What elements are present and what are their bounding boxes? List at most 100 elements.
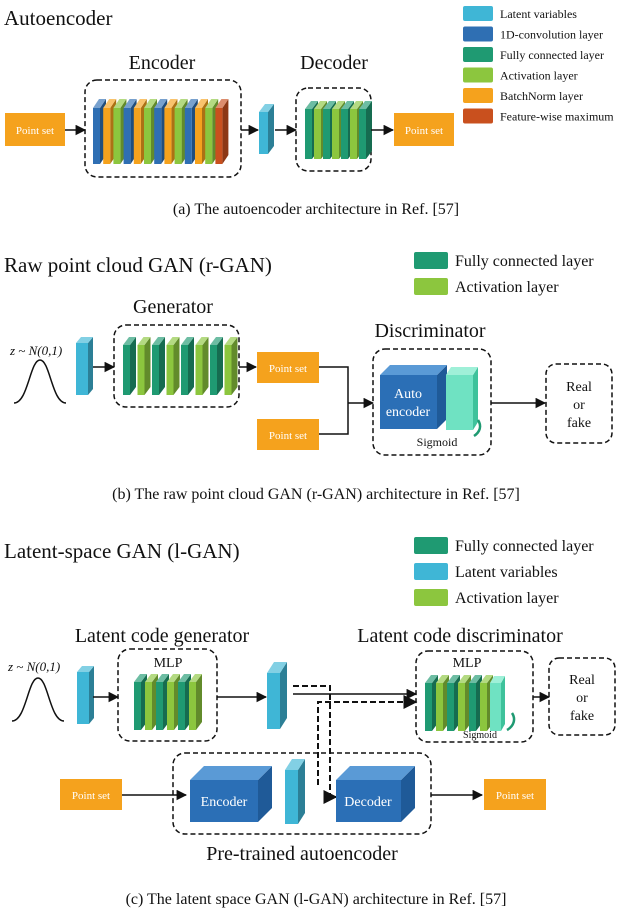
caption-b: (b) The raw point cloud GAN (r-GAN) arch… [112, 486, 520, 503]
sigmoid-layer-side [473, 367, 478, 430]
legend-label-activation: Activation layer [455, 279, 559, 296]
noise-block-c [77, 666, 94, 724]
decoder-layers [305, 101, 372, 159]
connector-real [319, 403, 349, 435]
connector-generated [319, 366, 349, 403]
point-set-output-label: Point set [405, 125, 443, 137]
point-set-real-label: Point set [269, 430, 307, 442]
point-set-input-label: Point set [16, 125, 54, 137]
legend-swatch-batchnorm [463, 88, 493, 103]
legend-swatch-conv [463, 26, 493, 42]
latent-block-a [259, 104, 274, 154]
panel-a: Autoencoder Latent variables1D-convoluti… [4, 6, 614, 218]
caption-c: (c) The latent space GAN (l-GAN) archite… [126, 891, 507, 908]
sigmoid-layer-top [446, 367, 478, 375]
legend-swatch-fc [414, 537, 448, 554]
generator-group [113, 324, 240, 408]
autoencoder-label-1: Auto [394, 387, 422, 402]
legend-swatch-latent [414, 563, 448, 580]
sigmoid-curve-arrow-c [506, 712, 516, 732]
decoder-block-label: Decoder [344, 795, 392, 810]
sigmoid-layer-c [490, 683, 501, 731]
legend-swatch-activation [463, 67, 493, 83]
legend-swatch-fc [414, 252, 448, 269]
legend-label-latent: Latent variables [455, 564, 558, 581]
pretrained-autoencoder-group [172, 752, 432, 835]
point-set-output-box [394, 113, 454, 146]
legend-swatch-latent [463, 6, 493, 21]
legend-label-activation: Activation layer [455, 590, 559, 607]
generator-layer-1 [123, 337, 136, 395]
decoder-label: Decoder [300, 52, 368, 74]
output-b-line3: fake [567, 416, 591, 431]
generator-layer-5 [181, 337, 194, 395]
legend-swatch-featmax [463, 108, 493, 124]
legend-swatch-activation [414, 278, 448, 295]
autoencoder-block-side [437, 365, 447, 429]
output-b-line2: or [573, 398, 585, 413]
discriminator-label: Discriminator [374, 320, 485, 342]
autoencoder-label-2: encoder [386, 405, 431, 420]
latent-block-ae [285, 759, 305, 824]
point-set-generated-label: Point set [269, 363, 307, 375]
dashed-connector-encoder-discriminator [317, 695, 418, 785]
point-set-output-label-c: Point set [496, 790, 534, 802]
legend-swatch-activation [414, 589, 448, 606]
panel-a-title: Autoencoder [4, 6, 112, 30]
encoder-block-label: Encoder [201, 795, 248, 810]
encoder-group [84, 79, 242, 178]
decoder-block [336, 780, 401, 822]
encoder-block-top [190, 766, 272, 780]
point-set-real-box [257, 419, 319, 450]
panel-b-title: Raw point cloud GAN (r-GAN) [4, 253, 272, 277]
point-set-input-box-c [60, 779, 122, 810]
latent-discriminator-label: Latent code discriminator [357, 625, 563, 647]
discriminator-group [372, 348, 492, 456]
legend-label-fc: Fully connected layer [455, 253, 594, 270]
sigmoid-layer-c-top [490, 676, 505, 683]
mlp-discriminator-layers [425, 675, 493, 731]
output-c-line2: or [576, 691, 588, 706]
latent-generator-label: Latent code generator [75, 625, 250, 647]
point-set-input-label-c: Point set [72, 790, 110, 802]
legend-label-latent: Latent variables [500, 7, 577, 21]
generator-layer-7 [210, 337, 223, 395]
noise-vector-b [76, 337, 93, 395]
encoder-layer-13 [215, 99, 229, 164]
latent-variables-a [259, 104, 274, 154]
encoder-block [190, 780, 258, 822]
encoder-layers [93, 99, 229, 164]
mlp-generator-layers [134, 674, 202, 730]
noise-block-b [76, 337, 93, 395]
decoder-block-side [401, 766, 415, 822]
panel-c-title: Latent-space GAN (l-GAN) [4, 539, 240, 563]
sigmoid-label-b: Sigmoid [417, 435, 458, 449]
generator-layer-8 [224, 337, 238, 395]
encoder-block-side [258, 766, 272, 822]
sigmoid-label-c: Sigmoid [463, 730, 497, 741]
legend-label-batchnorm: BatchNorm layer [500, 89, 583, 103]
latent-block-gen [267, 662, 287, 729]
output-c-line3: fake [570, 709, 594, 724]
legend-swatch-fc [463, 47, 493, 62]
generator-layer-2 [137, 337, 151, 395]
point-set-input-box [5, 113, 65, 146]
generator-layer-6 [195, 337, 209, 395]
mlp-generator-layer-6 [189, 674, 202, 730]
panel-b: Raw point cloud GAN (r-GAN) Fully connec… [4, 252, 613, 503]
caption-a: (a) The autoencoder architecture in Ref.… [173, 201, 459, 218]
pretrained-autoencoder-label: Pre-trained autoencoder [206, 843, 398, 865]
gaussian-curve-b [13, 359, 67, 404]
legend-label-fc: Fully connected layer [500, 48, 604, 62]
mlp-discriminator-label: MLP [453, 656, 482, 671]
autoencoder-latent-code [285, 759, 305, 824]
output-b-line1: Real [566, 380, 592, 395]
point-set-generated-box [257, 352, 319, 383]
mlp-generator-label: MLP [154, 656, 183, 671]
decoder-layer-7 [359, 101, 372, 159]
noise-vector-c [77, 666, 94, 724]
decoder-block-top [336, 766, 415, 780]
